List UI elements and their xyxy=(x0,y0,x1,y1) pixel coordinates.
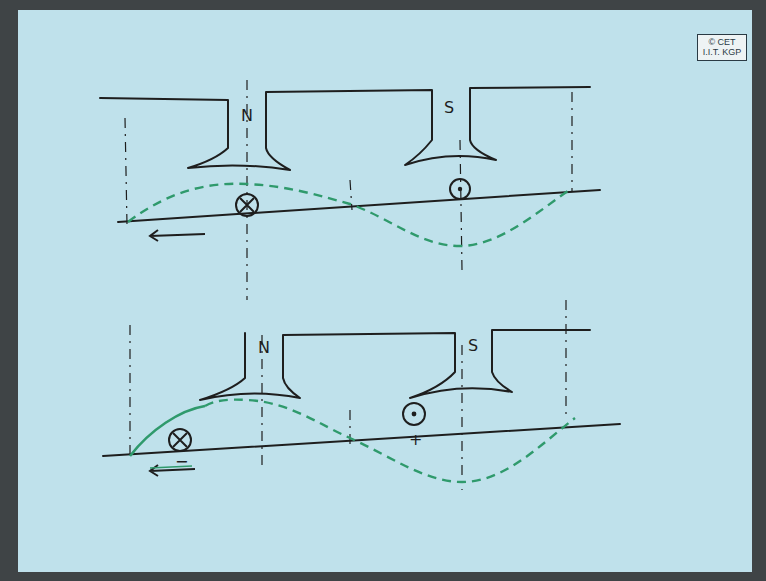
pole-label: N xyxy=(241,108,253,124)
pole-label: S xyxy=(468,338,478,354)
pole-label: N xyxy=(258,340,270,356)
polarity-sign: + xyxy=(409,432,422,448)
watermark-box: © CET I.I.T. KGP xyxy=(697,34,747,61)
pole-label: S xyxy=(444,100,454,116)
watermark-text: © CET I.I.T. KGP xyxy=(702,37,742,58)
paper-sheet xyxy=(18,10,752,572)
polarity-sign: − xyxy=(175,454,188,470)
